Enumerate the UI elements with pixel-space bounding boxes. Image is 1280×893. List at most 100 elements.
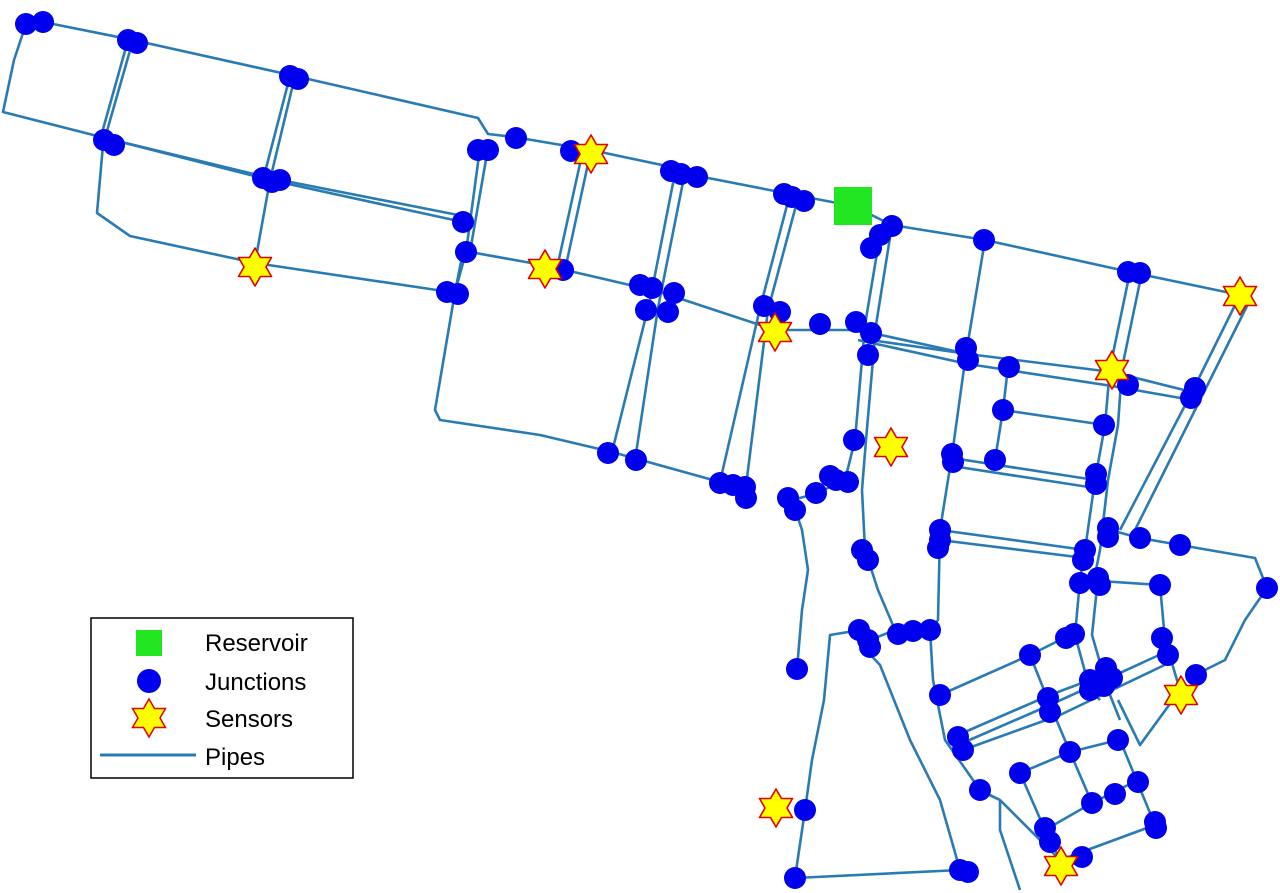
junction-40 <box>973 229 995 251</box>
junction-62 <box>735 487 757 509</box>
pipe-1 <box>1 23 464 224</box>
pipe-24 <box>1093 271 1144 576</box>
junction-95 <box>1185 664 1207 686</box>
junction-87 <box>859 636 881 658</box>
junction-105 <box>1107 729 1129 751</box>
junction-96 <box>1019 644 1041 666</box>
junction-80 <box>1089 574 1111 596</box>
pipe-8 <box>433 147 746 499</box>
sensor-3 <box>757 312 793 352</box>
junction-16 <box>455 241 477 263</box>
pipe-9 <box>468 147 490 253</box>
pipe-5 <box>268 75 297 181</box>
legend-label-pipes: Pipes <box>205 744 265 771</box>
pipe-26 <box>1128 299 1252 541</box>
junction-92 <box>1055 627 1077 649</box>
junction-118 <box>1071 846 1093 868</box>
legend: Reservoir Junctions Sensors Pipes <box>90 617 354 779</box>
pipe-29 <box>951 456 1096 482</box>
reservoir-layer <box>834 187 872 225</box>
junction-12 <box>477 139 499 161</box>
pipe-40 <box>962 658 1176 752</box>
junction-5 <box>287 68 309 90</box>
junction-25 <box>793 190 815 212</box>
pipe-31 <box>939 528 1086 552</box>
pipe-30 <box>951 464 1096 490</box>
junction-50 <box>1180 387 1202 409</box>
pipe-0 <box>25 20 1241 297</box>
pipe-12 <box>563 149 593 271</box>
pipe-49 <box>793 628 961 880</box>
reservoir <box>834 187 872 225</box>
junction-112 <box>1081 792 1103 814</box>
pipe-39 <box>957 648 1171 747</box>
junction-58 <box>625 449 647 471</box>
junction-46 <box>992 399 1014 421</box>
junction-107 <box>952 739 974 761</box>
junction-3 <box>126 32 148 54</box>
junction-119 <box>786 658 808 680</box>
sensor-4 <box>873 427 909 467</box>
sensor-8 <box>758 788 794 828</box>
sensor-6 <box>1222 276 1258 316</box>
junction-117 <box>1039 831 1061 853</box>
junction-104 <box>1039 701 1061 723</box>
pipe-21 <box>857 338 1193 402</box>
junction-82 <box>1256 577 1278 599</box>
junction-90 <box>919 619 941 641</box>
junction-120 <box>794 799 816 821</box>
junction-81 <box>1149 574 1171 596</box>
junction-110 <box>969 779 991 801</box>
junction-111 <box>1127 771 1149 793</box>
junction-33 <box>809 313 831 335</box>
sensor-2 <box>527 249 563 289</box>
junction-56 <box>1085 473 1107 495</box>
pipe-7 <box>253 179 272 264</box>
junction-108 <box>1059 741 1081 763</box>
pipe-28 <box>1002 408 1106 427</box>
pipe-37 <box>939 633 1071 697</box>
junction-53 <box>942 451 964 473</box>
junction-18 <box>447 283 469 305</box>
junction-38 <box>881 215 903 237</box>
legend-box <box>90 617 354 779</box>
junction-39 <box>860 237 882 259</box>
junction-64 <box>784 499 806 521</box>
junction-68 <box>837 471 859 493</box>
sensors-layer <box>237 134 1258 886</box>
junction-77 <box>1072 549 1094 571</box>
green-square-icon <box>136 630 162 656</box>
junction-7 <box>103 134 125 156</box>
junction-113 <box>1104 783 1126 805</box>
junction-28 <box>663 282 685 304</box>
junction-115 <box>1145 817 1167 839</box>
sensor-9 <box>1043 846 1079 886</box>
junction-71 <box>927 537 949 559</box>
pipe-18 <box>843 234 882 481</box>
junction-73 <box>1097 526 1119 548</box>
junction-47 <box>1093 414 1115 436</box>
pipe-3 <box>95 39 451 294</box>
pipe-13 <box>555 149 585 269</box>
junction-74 <box>1129 527 1151 549</box>
sensor-7 <box>1163 675 1199 715</box>
junction-65 <box>805 482 827 504</box>
sensor-5 <box>1094 350 1130 390</box>
six-point-star-icon <box>131 697 167 739</box>
legend-label-sensors: Sensors <box>205 706 293 733</box>
junction-109 <box>1009 762 1031 784</box>
junction-36 <box>857 344 879 366</box>
sensor-0 <box>573 134 609 174</box>
pipe-6 <box>261 75 292 181</box>
junction-84 <box>857 549 879 571</box>
pipe-52 <box>998 800 1022 891</box>
sensor-1 <box>237 247 273 287</box>
pipe-25 <box>1118 294 1242 531</box>
junction-10 <box>269 169 291 191</box>
junction-89 <box>902 620 924 642</box>
legend-label-junctions: Junctions <box>205 669 306 696</box>
junction-121 <box>784 867 806 889</box>
pipe-32 <box>939 538 1086 560</box>
junction-51 <box>843 429 865 451</box>
junction-57 <box>597 442 619 464</box>
